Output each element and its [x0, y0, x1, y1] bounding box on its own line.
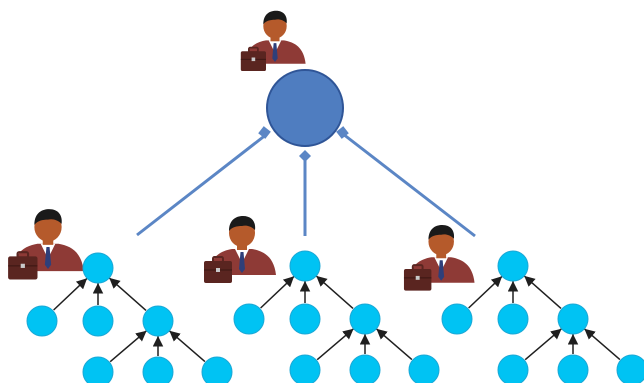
tree-edge: [583, 328, 621, 361]
tree-edge: [109, 330, 148, 363]
tree-edge: [316, 328, 355, 361]
tree-node: [289, 354, 321, 383]
root-group: [240, 10, 344, 147]
tie-shape: [239, 252, 245, 273]
tree-node: [497, 303, 529, 335]
tree-root-node: [289, 250, 321, 282]
connector-right: [342, 132, 476, 238]
tree-node: [497, 354, 529, 383]
tree-node: [557, 303, 589, 335]
tree-root-node: [82, 252, 114, 284]
tie-shape: [272, 43, 278, 63]
hair-shape: [34, 209, 62, 225]
tree-left: [26, 252, 233, 383]
subtree-center: [204, 216, 440, 383]
hair-shape: [263, 10, 287, 25]
tree-edge: [523, 275, 562, 309]
tree-node: [142, 305, 174, 337]
tree-node: [26, 305, 58, 337]
tree-node: [349, 303, 381, 335]
briefcase-icon: [8, 251, 38, 280]
tree-edge: [168, 330, 206, 363]
tie-shape: [438, 260, 445, 281]
tree-node: [289, 303, 321, 335]
connector-center-cap: [299, 150, 311, 162]
businessman-icon: [8, 209, 84, 280]
connector-left-cap: [258, 126, 271, 139]
tree-edge: [260, 275, 295, 309]
tree-node: [233, 303, 265, 335]
tree-node: [557, 354, 589, 383]
tree-node: [201, 356, 233, 383]
tree-right: [441, 250, 644, 383]
tree-center: [233, 250, 440, 383]
tree-node: [82, 356, 114, 383]
briefcase-icon: [240, 46, 267, 71]
tree-edge: [108, 277, 147, 311]
root-node: [266, 69, 344, 147]
tree-node: [82, 305, 114, 337]
tree-node: [142, 356, 174, 383]
tree-edge: [315, 275, 354, 309]
businessman-icon: [204, 216, 276, 283]
tree-node: [616, 354, 644, 383]
tree-edge: [375, 328, 413, 361]
subtree-left: [8, 209, 233, 383]
hair-shape: [428, 224, 455, 240]
connector-right-cap: [336, 126, 349, 139]
root-connectors: [136, 126, 476, 238]
tree-edge: [468, 275, 503, 309]
tree-node: [441, 303, 473, 335]
tree-root-node: [497, 250, 529, 282]
tree-node: [349, 354, 381, 383]
tree-edge: [524, 328, 563, 361]
connector-left: [136, 132, 268, 237]
briefcase-icon: [204, 256, 232, 283]
tree-node: [408, 354, 440, 383]
businessman-icon: [403, 224, 475, 291]
tie-shape: [44, 246, 52, 269]
subtree-right: [403, 224, 644, 383]
tree-edge: [53, 277, 88, 311]
briefcase-icon: [403, 264, 432, 291]
hair-shape: [229, 216, 256, 231]
businessman-icon: [240, 10, 306, 71]
